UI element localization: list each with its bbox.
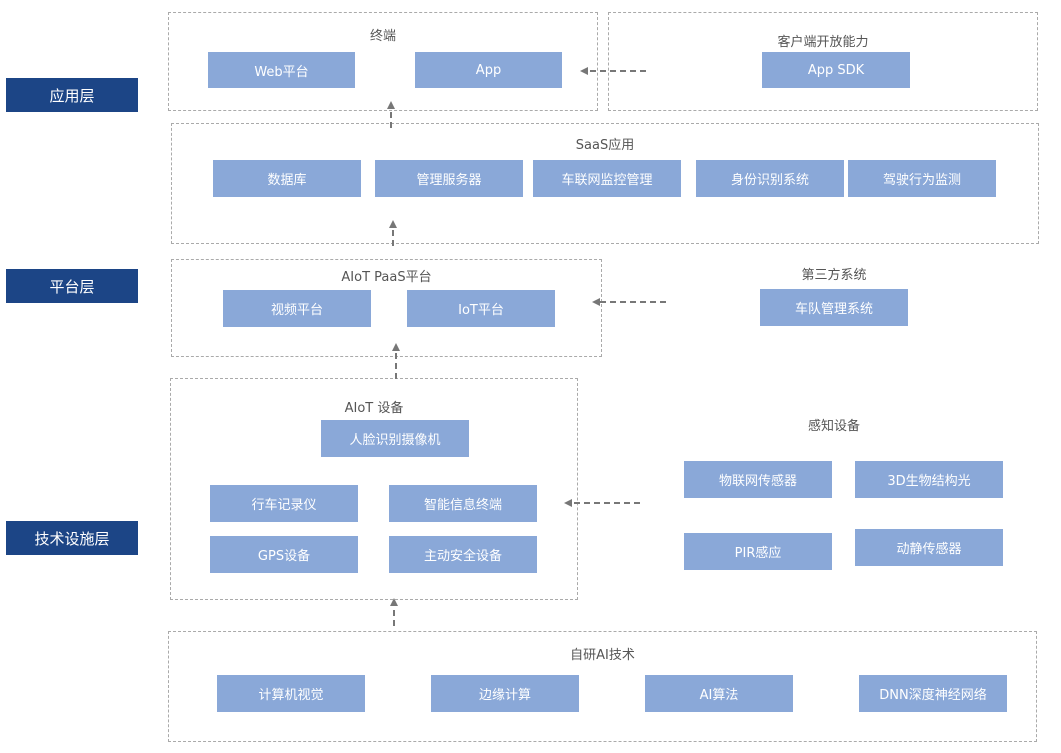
- saas-item-driving-behavior: 驾驶行为监测: [848, 160, 996, 197]
- bio-3d-box: 3D生物结构光: [855, 461, 1003, 498]
- arrowhead-up: [392, 343, 400, 351]
- motion-sensor-box: 动静传感器: [855, 529, 1003, 566]
- client-capability-panel: 客户端开放能力 App SDK: [608, 12, 1038, 111]
- layer-label-infra: 技术设施层: [6, 521, 138, 555]
- ai-item-computer-vision: 计算机视觉: [217, 675, 365, 712]
- saas-item-identity-system: 身份识别系统: [696, 160, 844, 197]
- ai-tech-panel: 自研AI技术 计算机视觉 边缘计算 AI算法 DNN深度神经网络: [168, 631, 1037, 742]
- saas-panel: SaaS应用 数据库 管理服务器 车联网监控管理 身份识别系统 驾驶行为监测: [171, 123, 1039, 244]
- terminal-title: 终端: [369, 29, 396, 44]
- terminal-panel: 终端 Web平台 App: [168, 12, 598, 111]
- paas-title: AIoT PaaS平台: [341, 270, 432, 285]
- smart-terminal-box: 智能信息终端: [389, 485, 537, 522]
- face-camera-box: 人脸识别摄像机: [321, 420, 469, 457]
- gps-device-box: GPS设备: [210, 536, 358, 573]
- layer-label-app: 应用层: [6, 78, 138, 112]
- ai-item-ai-algorithm: AI算法: [645, 675, 793, 712]
- paas-panel: AIoT PaaS平台 视频平台 IoT平台: [171, 259, 602, 357]
- third-party-title: 第三方系统: [801, 268, 867, 283]
- client-capability-title: 客户端开放能力: [777, 35, 869, 50]
- web-platform-box: Web平台: [208, 52, 355, 88]
- video-platform-box: 视频平台: [223, 290, 371, 327]
- aiot-device-panel: AIoT 设备 人脸识别摄像机 行车记录仪 智能信息终端 GPS设备 主动安全设…: [170, 378, 578, 600]
- arrowhead-up: [387, 101, 395, 109]
- arrowhead-left: [592, 298, 600, 306]
- active-safety-box: 主动安全设备: [389, 536, 537, 573]
- iot-sensor-box: 物联网传感器: [684, 461, 832, 498]
- app-box: App: [415, 52, 562, 88]
- ai-item-edge-computing: 边缘计算: [431, 675, 579, 712]
- fleet-management-box: 车队管理系统: [760, 289, 908, 326]
- arrowhead-left: [564, 499, 572, 507]
- arrowhead-left: [580, 67, 588, 75]
- dash-recorder-box: 行车记录仪: [210, 485, 358, 522]
- arrowhead-up: [389, 220, 397, 228]
- saas-item-vehicle-monitoring: 车联网监控管理: [533, 160, 681, 197]
- layer-label-platform: 平台层: [6, 269, 138, 303]
- arrowhead-up: [390, 598, 398, 606]
- ai-tech-title: 自研AI技术: [570, 648, 635, 663]
- sensing-title: 感知设备: [807, 419, 860, 434]
- saas-item-management-server: 管理服务器: [375, 160, 523, 197]
- pir-sensor-box: PIR感应: [684, 533, 832, 570]
- saas-title: SaaS应用: [575, 138, 635, 153]
- ai-item-dnn: DNN深度神经网络: [859, 675, 1007, 712]
- app-sdk-box: App SDK: [762, 52, 910, 88]
- iot-platform-box: IoT平台: [407, 290, 555, 327]
- aiot-device-title: AIoT 设备: [344, 401, 404, 416]
- saas-item-database: 数据库: [213, 160, 361, 197]
